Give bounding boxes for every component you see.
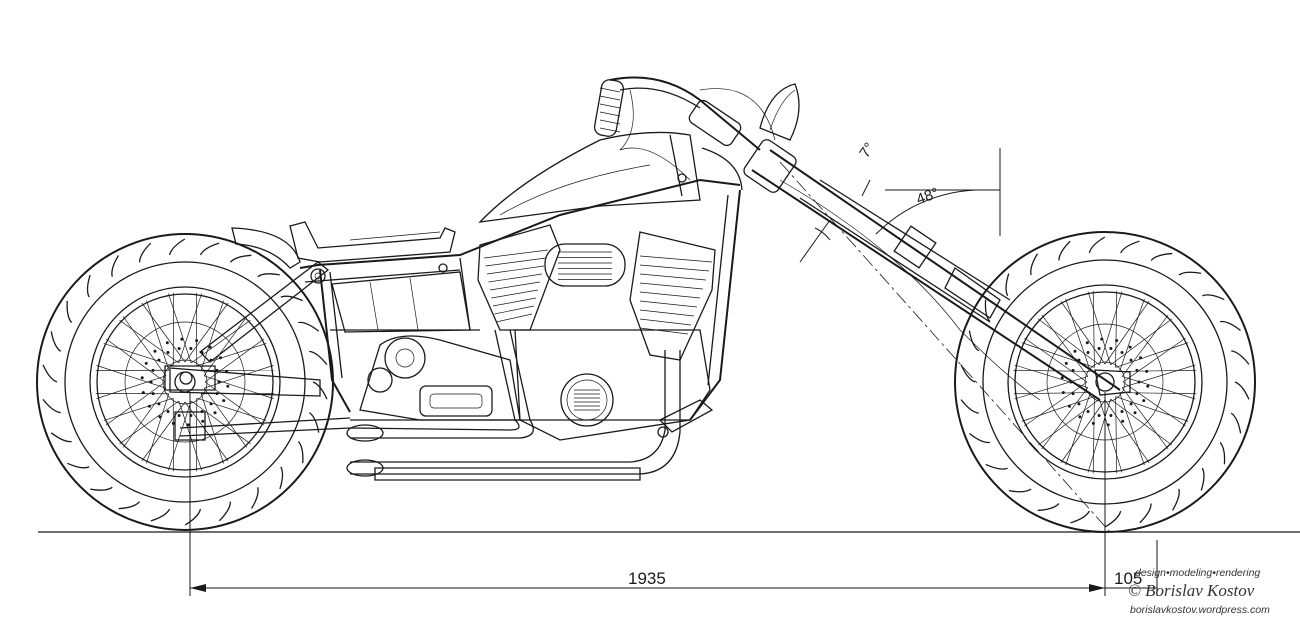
rear-cylinder-fins	[483, 249, 549, 323]
frame	[299, 178, 741, 421]
rake-angle-label: 48°	[914, 185, 941, 209]
exhaust-pipes	[346, 329, 681, 481]
front-wheel	[954, 231, 1256, 533]
wheelbase-label: 1935	[628, 569, 666, 588]
handlebar-grip	[593, 79, 625, 137]
watermark: design•modeling•rendering © Borislav Kos…	[1128, 567, 1270, 616]
handlebar	[593, 76, 797, 193]
watermark-tagline: design•modeling•rendering	[1135, 567, 1260, 579]
side-box	[331, 263, 471, 333]
headlight	[759, 83, 800, 141]
engine	[359, 224, 716, 441]
rake-dimension	[779, 148, 1111, 533]
front-cylinder-fins	[639, 255, 713, 335]
rear-fender	[231, 227, 301, 269]
footpeg	[657, 399, 714, 438]
trail-label: 105	[1114, 569, 1142, 588]
cam-cover	[560, 373, 614, 427]
fuel-tank	[478, 131, 743, 223]
offset-angle-label: 7°	[856, 140, 878, 162]
front-wheel-spokes	[1013, 290, 1197, 474]
front-tire-tread	[960, 236, 1250, 528]
air-cleaner-slots	[558, 251, 612, 280]
watermark-website: borislavkostov.wordpress.com	[1130, 604, 1270, 616]
rear-tire-tread	[42, 238, 328, 526]
swingarm	[164, 261, 351, 441]
seat	[289, 221, 456, 263]
front-brake-disc	[1060, 337, 1150, 427]
air-cleaner	[544, 243, 626, 287]
wheelbase-dimension	[189, 392, 1158, 596]
rear-brake-disc	[140, 337, 230, 427]
watermark-author: © Borislav Kostov	[1128, 581, 1255, 600]
rear-wheel	[36, 233, 334, 531]
front-fork	[751, 149, 1131, 401]
brake-line	[779, 179, 1041, 401]
